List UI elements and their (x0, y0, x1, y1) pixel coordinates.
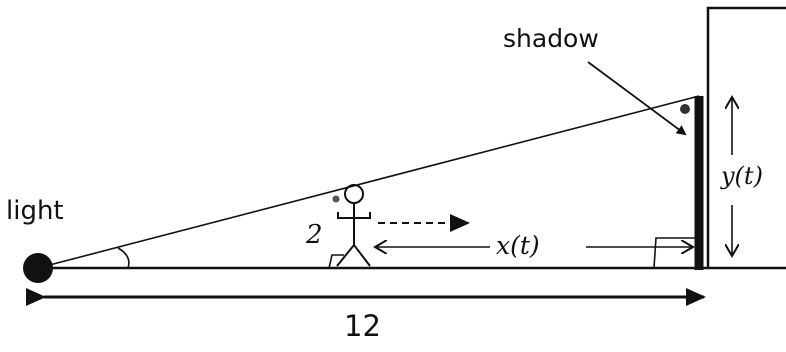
right-angle-wall (653, 237, 697, 269)
head-dot (332, 195, 340, 203)
light-ray (37, 95, 700, 269)
person-figure (336, 184, 371, 267)
shadow-pointer-arrow (587, 61, 687, 136)
distance-label: 12 (344, 309, 381, 343)
x-label: x(t) (496, 231, 540, 260)
height-label: 2 (306, 220, 323, 250)
y-label: y(t) (721, 162, 763, 190)
wall-outline (706, 6, 786, 268)
angle-arc (117, 247, 130, 269)
light-label: light (6, 196, 64, 226)
shadow-label: shadow (503, 24, 599, 53)
light-source (23, 253, 53, 283)
right-angle-person (328, 254, 344, 269)
wall-dot (680, 104, 690, 114)
